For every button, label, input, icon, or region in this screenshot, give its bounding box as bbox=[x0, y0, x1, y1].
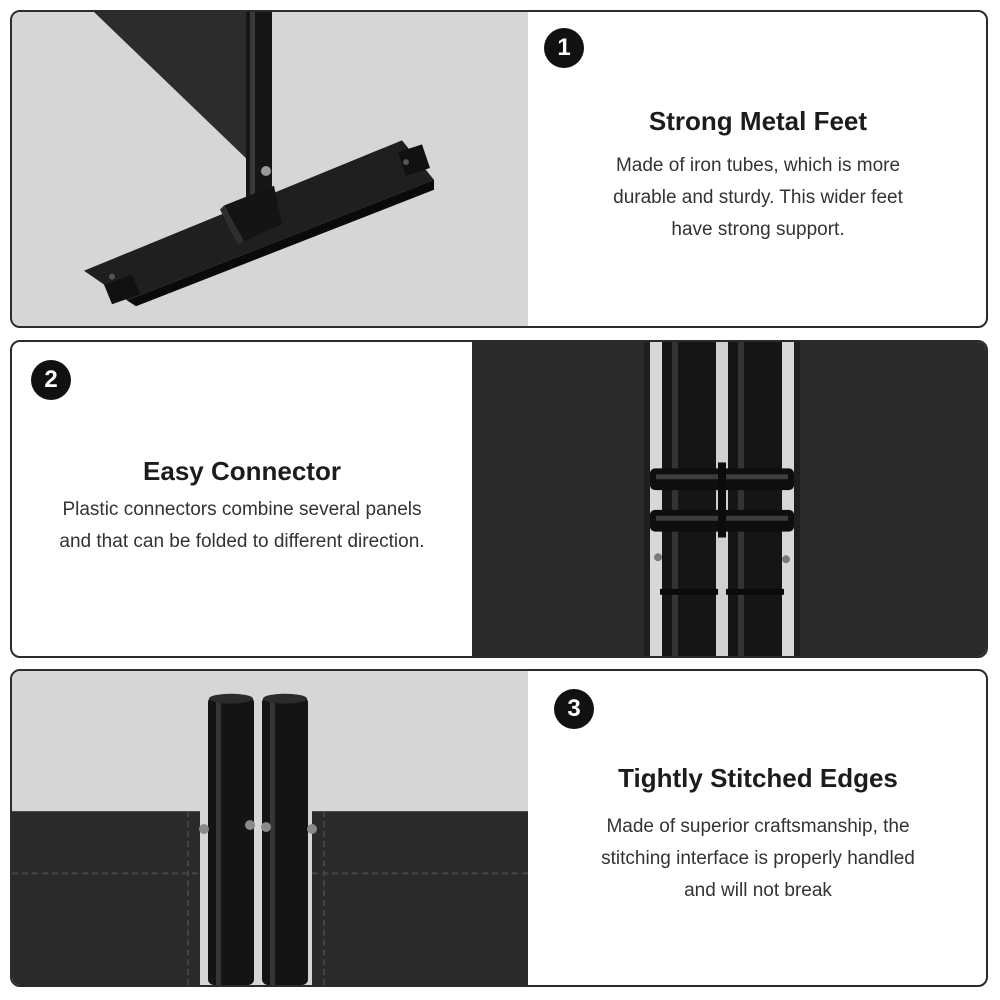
metal-feet-photo bbox=[12, 12, 528, 326]
description-line: Made of iron tubes, which is more bbox=[615, 155, 901, 176]
feature-description: Made of superior craftsmanship, the stit… bbox=[528, 811, 986, 907]
description-line: Plastic connectors combine several panel… bbox=[62, 499, 422, 520]
description-line: and will not break bbox=[684, 880, 832, 901]
feature-title: Easy Connector bbox=[143, 456, 341, 486]
stitched-edges-photo bbox=[12, 671, 528, 985]
description-line: durable and sturdy. This wider feet bbox=[613, 187, 903, 208]
step-number-badge: 3 bbox=[554, 689, 594, 729]
feature-description: Plastic connectors combine several panel… bbox=[12, 494, 472, 558]
feature-card-easy-connector: 2 Easy Connector Plastic connectors comb… bbox=[10, 340, 988, 658]
step-number-badge: 2 bbox=[31, 360, 71, 400]
feature-card-metal-feet: 1 Strong Metal Feet Made of iron tubes, … bbox=[10, 10, 988, 328]
step-number-badge: 1 bbox=[544, 28, 584, 68]
metal-feet-text: 1 Strong Metal Feet Made of iron tubes, … bbox=[528, 12, 986, 326]
easy-connector-photo bbox=[472, 342, 986, 656]
description-line: have strong support. bbox=[671, 219, 845, 240]
feature-title: Strong Metal Feet bbox=[648, 106, 868, 136]
stitched-edges-text: 3 Tightly Stitched Edges Made of superio… bbox=[528, 671, 986, 985]
description-line: Made of superior craftsmanship, the bbox=[606, 816, 910, 837]
feature-card-stitched-edges: 3 Tightly Stitched Edges Made of superio… bbox=[10, 669, 988, 987]
description-line: stitching interface is properly handled bbox=[601, 848, 915, 869]
easy-connector-text: 2 Easy Connector Plastic connectors comb… bbox=[12, 342, 472, 656]
feature-description: Made of iron tubes, which is more durabl… bbox=[528, 150, 986, 246]
description-line: and that can be folded to different dire… bbox=[59, 531, 425, 552]
feature-title: Tightly Stitched Edges bbox=[618, 763, 898, 793]
